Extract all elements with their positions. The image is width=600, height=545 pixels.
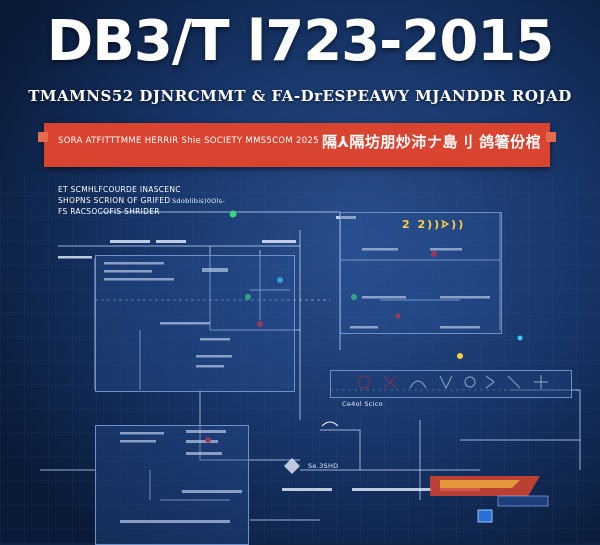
top-middle-label: Sdoblibis)0Ols- — [172, 197, 226, 205]
document-subtitle: TMAMNS52 DJNRCMMT & FA-DrESPEAWY MJANDDR… — [28, 87, 572, 105]
banner-cap-right — [546, 132, 556, 142]
red-banner — [44, 123, 550, 167]
panel-b-code: 2 2))ᗌ)) — [402, 218, 466, 231]
icon-strip-panel — [330, 370, 572, 398]
document-title: DB3/T l723-2015 — [46, 9, 554, 74]
banner-right-text: 隔⅄隔坊朋炒沛ナ島刂 鸽箸份棺 — [322, 133, 542, 151]
diagram-panel-a — [95, 255, 295, 392]
info-line-2: SHOPNS SCRION OF GRIFED — [58, 196, 171, 205]
info-line-3: FS RACSOCOFIS SHRIDER — [58, 207, 160, 216]
lower-label: Se.3SHD — [308, 462, 339, 470]
banner-cap-left — [38, 132, 48, 142]
banner-left-text: SORA ATFITTTMME HERRIR Shie SOCIETY MMS5… — [58, 136, 319, 146]
info-line-1: ET SCMHLFCOURDE INASCENC — [58, 185, 181, 194]
diagram-panel-c — [95, 425, 249, 545]
strip-label: Ce4ol Scico — [342, 400, 383, 408]
diagram-panel-b — [340, 212, 502, 334]
